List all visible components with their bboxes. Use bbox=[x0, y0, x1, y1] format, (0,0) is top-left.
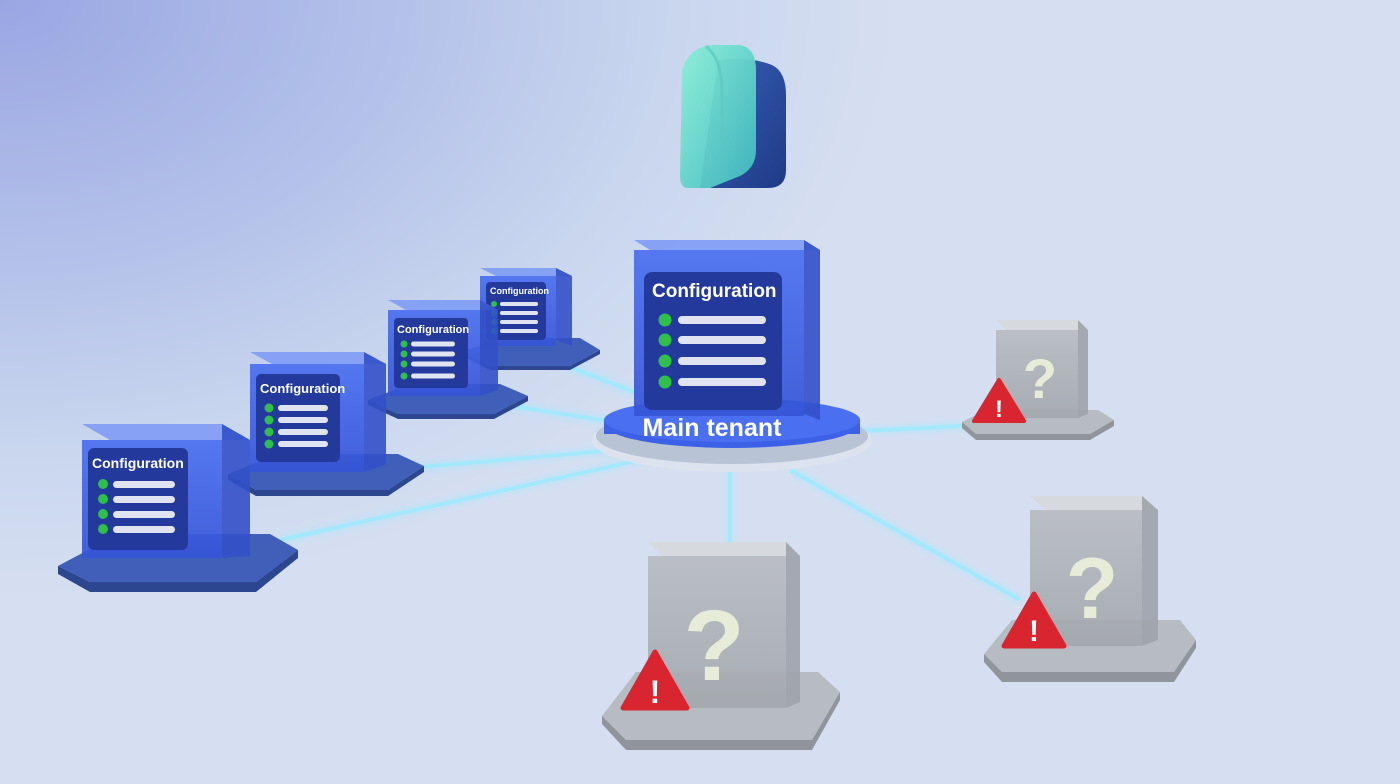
checklist bbox=[264, 403, 328, 449]
cube-top bbox=[996, 320, 1088, 330]
unknown-tenant: ? ! bbox=[984, 496, 1196, 682]
cube-top bbox=[1030, 496, 1158, 510]
config-title: Configuration bbox=[397, 324, 469, 336]
svg-text:!: ! bbox=[650, 674, 661, 710]
warning-icon: ! bbox=[620, 649, 690, 711]
cube-side bbox=[1142, 496, 1158, 646]
cube-top bbox=[648, 542, 800, 556]
checklist bbox=[400, 340, 455, 380]
question-mark-icon: ? bbox=[1023, 347, 1057, 410]
cube-top bbox=[250, 352, 386, 364]
config-title: Configuration bbox=[92, 455, 184, 471]
cube-side bbox=[804, 240, 820, 420]
cube-side bbox=[222, 424, 250, 558]
config-title: Configuration bbox=[652, 281, 777, 302]
cube-top bbox=[634, 240, 820, 250]
config-title: Configuration bbox=[260, 381, 345, 396]
question-mark-icon: ? bbox=[683, 590, 744, 702]
config-title: Configuration bbox=[490, 286, 549, 296]
link-line bbox=[789, 468, 1021, 602]
cube-side bbox=[556, 268, 572, 346]
cube-side bbox=[786, 542, 800, 708]
checklist bbox=[98, 479, 175, 534]
svg-text:!: ! bbox=[1029, 615, 1039, 648]
cube-top bbox=[388, 300, 498, 310]
unknown-tenant: ? ! bbox=[602, 542, 840, 750]
unknown-tenant: ? ! bbox=[962, 320, 1114, 440]
cube-top bbox=[82, 424, 250, 440]
cube-side bbox=[480, 300, 498, 396]
question-mark-icon: ? bbox=[1066, 541, 1119, 637]
warning-icon: ! bbox=[1001, 591, 1067, 649]
configured-tenant: Configuration bbox=[228, 352, 424, 496]
configured-tenant: Configuration bbox=[58, 424, 298, 592]
configured-tenant: Configuration bbox=[368, 300, 528, 419]
main-tenant-label: Main tenant bbox=[643, 414, 783, 442]
main-tenant: Configuration Main tenant bbox=[592, 240, 872, 472]
warning-icon: ! bbox=[972, 378, 1026, 423]
cube-side bbox=[364, 352, 386, 472]
checklist bbox=[658, 313, 766, 389]
svg-text:!: ! bbox=[995, 396, 1003, 423]
cube-side bbox=[1078, 320, 1088, 418]
product-logo-icon bbox=[680, 44, 786, 189]
cube-top bbox=[480, 268, 572, 276]
